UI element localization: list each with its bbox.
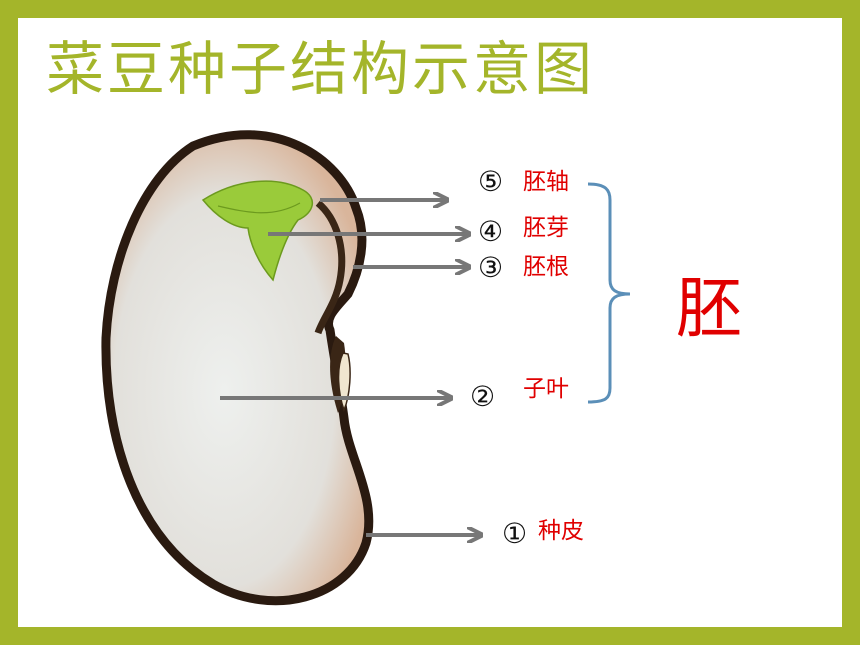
plumule-vein (217, 202, 301, 214)
seed-coat-shape (101, 130, 374, 606)
part-number-plumule: ④ (478, 215, 504, 248)
embryo-brace (587, 182, 631, 404)
part-label-hypocotyl: 胚轴 (523, 169, 569, 195)
slide-frame: 菜豆种子结构示意图 ⑤ 胚轴 ④ (18, 18, 842, 627)
part-label-plumule: 胚芽 (523, 215, 569, 241)
embryo-group-label: 胚 (676, 270, 742, 347)
bean-seed-diagram (101, 130, 631, 606)
embryo-outline (314, 200, 346, 335)
part-label-seed-coat: 种皮 (538, 518, 584, 544)
part-number-radicle: ③ (478, 251, 504, 284)
part-number-seed-coat: ① (502, 517, 528, 550)
part-label-cotyledon: 子叶 (523, 376, 569, 402)
radicle-shape (337, 352, 351, 413)
part-label-radicle: 胚根 (523, 254, 569, 280)
part-number-cotyledon: ② (470, 380, 496, 413)
part-number-hypocotyl: ⑤ (478, 165, 504, 198)
slide-title: 菜豆种子结构示意图 (46, 35, 596, 103)
